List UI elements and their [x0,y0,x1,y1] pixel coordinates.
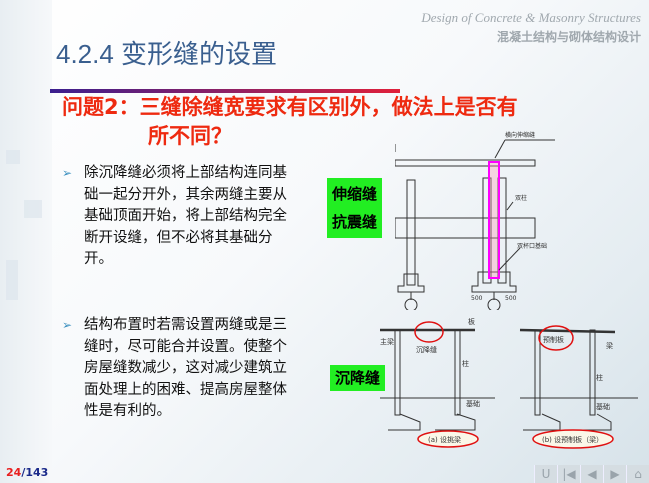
roof-beam [395,159,536,167]
precast-slab-label: 预制板 [543,335,564,344]
page-current: 24 [6,466,22,479]
label-settlement: 沉降缝 [330,365,386,391]
joint-highlight [488,161,500,279]
question: 问题2：三缝除缝宽要求有区别外，做法上是否有 所不同？ [62,93,622,151]
arrow-bullet-icon: ➢ [62,166,73,180]
slab-label: 板 [468,318,475,326]
double-column-label: 双柱 [515,194,527,202]
bullet-item: ➢ 结构布置时若需设置两缝或是三缝时，尽可能合并设置。使整个房屋缝数减少，这对减… [62,317,287,419]
label-expansion-seismic: 伸缩缝 抗震缝 [327,178,383,238]
floor-beam [395,217,536,239]
caption-b: (b) 设预制板（梁） [542,435,603,444]
settlement-joint-label: 沉降缝 [416,345,437,354]
expansion-joint-diagram: 横向伸缩缝 双柱 双杯口基础 500 500 [395,131,555,310]
main-beam-label: 主梁 [380,337,394,346]
column-b-label: 柱 [596,373,603,382]
dimension-right: 500 [505,295,517,302]
label-seismic: 抗震缝 [332,213,378,231]
prev-slide-button[interactable]: ◀ [580,465,603,483]
return-button[interactable]: U [534,465,557,483]
bullet-item: ➢ 除沉降缝必须将上部结构连同基础一起分开外，其余两缝主要从基础顶面开始，将上部… [62,165,287,267]
question-line2: 所不同？ [148,124,232,148]
foundation-label: 基础 [466,399,480,408]
page-total: /143 [21,466,49,479]
slide-navigation: U |◀ ◀ ▶ ⌂ [534,465,649,483]
foundation-label: 双杯口基础 [517,242,547,250]
decor-square [24,200,42,218]
joint-label: 横向伸缩缝 [505,131,535,139]
first-slide-button[interactable]: |◀ [557,465,580,483]
column-label: 柱 [462,359,469,368]
question-line1: 问题2：三缝除缝宽要求有区别外，做法上是否有 [62,95,518,119]
course-title-cn: 混凝土结构与砌体结构设计 [496,30,641,44]
home-button[interactable]: ⌂ [626,465,649,483]
slide-title: 4.2.4 变形缝的设置 [56,39,278,69]
settlement-joint-diagram: 板 主梁 沉降缝 柱 基础 (a) 设挑梁 预制板 梁 柱 基础 (b) 设预制… [380,318,638,449]
dimension-left: 500 [471,295,483,302]
decor-square [6,260,18,300]
decorative-strip [0,0,52,483]
next-slide-button[interactable]: ▶ [603,465,626,483]
course-title-en: Design of Concrete & Masonry Structures [421,10,641,25]
label-expansion: 伸缩缝 [332,185,378,203]
beam-label: 梁 [606,341,613,350]
title-underline [50,89,400,93]
decor-square [6,150,20,164]
caption-a: (a) 设挑梁 [428,435,461,444]
page-number: 24/143 [6,466,48,479]
foundation-b-label: 基础 [596,402,610,411]
arrow-bullet-icon: ➢ [62,318,73,332]
